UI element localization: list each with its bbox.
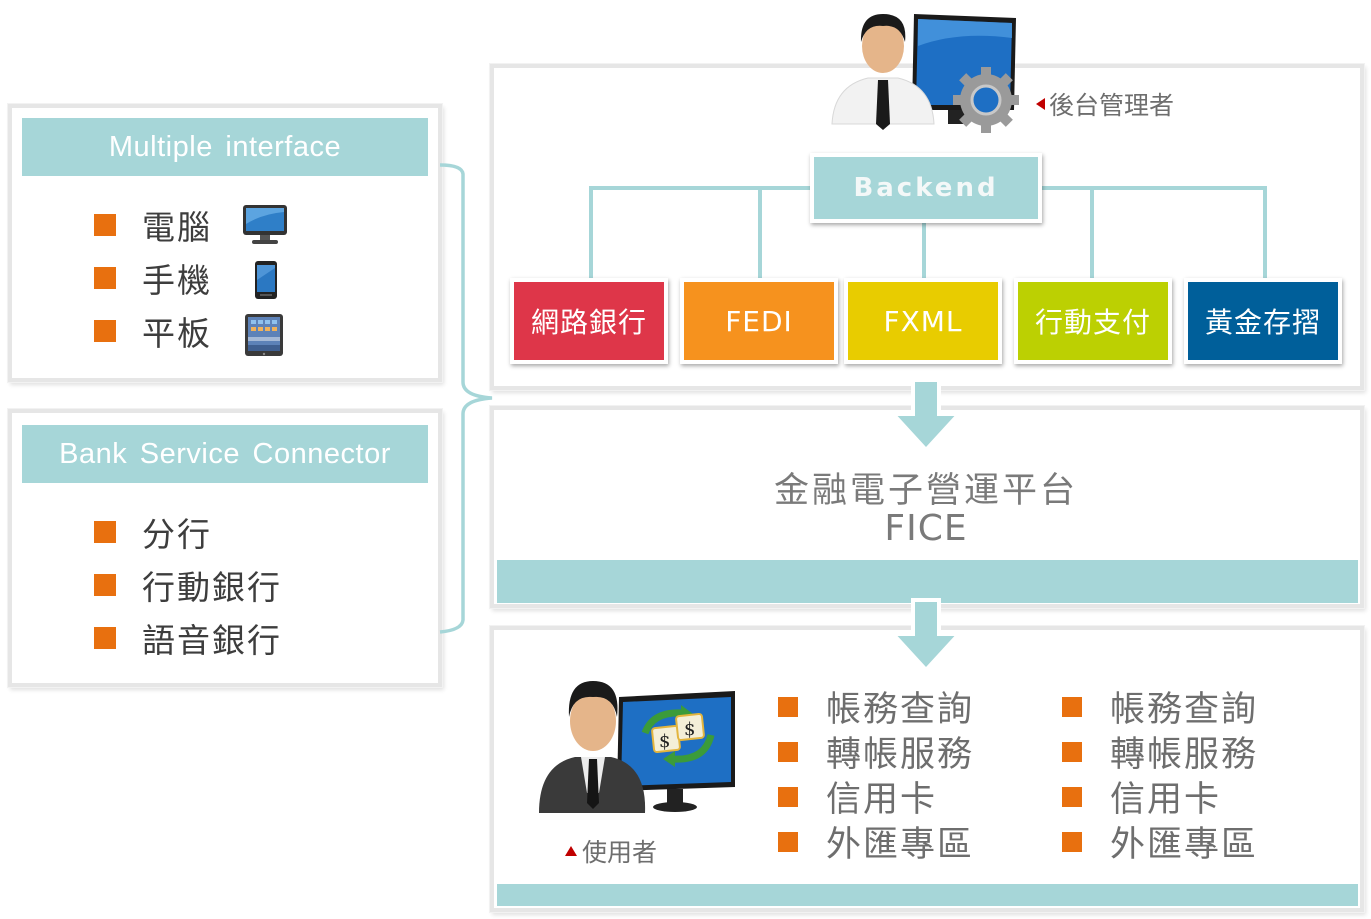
bullet-square-icon [778, 786, 798, 807]
list-item: 外匯專區 [778, 819, 975, 865]
bullet-square-icon [94, 319, 116, 342]
user-service-label: 外匯專區 [1110, 825, 1259, 865]
bullet-square-icon [778, 741, 798, 762]
down-arrow-icon [889, 378, 963, 453]
admin-user-icon [831, 14, 1019, 133]
connector-line [758, 186, 762, 280]
user-service-label: 外匯專區 [826, 825, 975, 865]
list-item: 電腦 [94, 198, 212, 251]
service-label: 黃金存摺 [1188, 282, 1338, 360]
interface-label: 平板 [142, 313, 212, 353]
service-label: 行動支付 [1018, 282, 1168, 360]
backend-node: Backend [810, 153, 1042, 223]
connector-line [1263, 186, 1267, 280]
service-node-fedi: FEDI [680, 278, 838, 364]
bullet-square-icon [94, 626, 116, 649]
user-service-label: 信用卡 [826, 780, 938, 820]
service-node-fxml: FXML [844, 278, 1002, 364]
bullet-square-icon [94, 520, 116, 543]
service-label: FEDI [684, 282, 834, 360]
customer-user-icon: $ $ [539, 681, 735, 813]
backend-label: Backend [814, 157, 1038, 219]
down-arrow-icon [889, 598, 963, 673]
user-teal-bar [497, 884, 1358, 906]
multiple-interface-panel: Multiple interface 電腦 手機 平板 [8, 104, 442, 382]
bank-service-connector-panel: Bank Service Connector 分行 行動銀行 語音銀行 [8, 409, 442, 687]
service-label: FXML [848, 282, 998, 360]
list-item: 手機 [94, 251, 212, 304]
desktop-monitor-icon [243, 205, 287, 244]
admin-label: 後台管理者 [1036, 86, 1174, 122]
svg-text:$: $ [684, 719, 695, 740]
list-item: 行動銀行 [94, 558, 282, 611]
curly-brace-connector [439, 163, 493, 634]
user-service-label: 帳務查詢 [1110, 690, 1259, 730]
connector-line [589, 186, 593, 280]
service-label: 網路銀行 [514, 282, 664, 360]
bullet-square-icon [1062, 786, 1082, 807]
svg-text:$: $ [659, 731, 670, 752]
bullet-square-icon [778, 696, 798, 717]
user-label-text: 使用者 [582, 838, 658, 867]
platform-title: 金融電子營運平台 [773, 471, 1078, 511]
user-services-column-2: 帳務查詢 轉帳服務 信用卡 外匯專區 [1062, 684, 1259, 865]
platform-subtitle: FICE [884, 508, 968, 549]
multiple-interface-header: Multiple interface [22, 118, 428, 176]
bullet-square-icon [1062, 696, 1082, 717]
service-node-gold-passbook: 黃金存摺 [1184, 278, 1342, 364]
connector-label: 語音銀行 [142, 620, 282, 660]
user-label: 使用者 [565, 833, 657, 869]
list-item: 帳務查詢 [1062, 684, 1259, 730]
bank-service-connector-header: Bank Service Connector [22, 425, 428, 483]
list-item: 平板 [94, 304, 212, 357]
bullet-square-icon [1062, 831, 1082, 852]
list-item: 帳務查詢 [778, 684, 975, 730]
bullet-square-icon [94, 266, 116, 289]
connector-line [1090, 186, 1094, 280]
service-node-online-banking: 網路銀行 [510, 278, 668, 364]
list-item: 轉帳服務 [1062, 729, 1259, 775]
user-service-label: 轉帳服務 [1110, 735, 1259, 775]
list-item: 外匯專區 [1062, 819, 1259, 865]
list-item: 轉帳服務 [778, 729, 975, 775]
label-marker-icon [565, 846, 577, 856]
smartphone-icon [255, 261, 277, 299]
service-node-mobile-payment: 行動支付 [1014, 278, 1172, 364]
platform-teal-bar [497, 560, 1358, 603]
tablet-icon [245, 314, 283, 356]
list-item: 分行 [94, 505, 282, 558]
connector-line [922, 220, 926, 280]
connector-label: 分行 [142, 514, 212, 554]
list-item: 信用卡 [778, 774, 974, 820]
bullet-square-icon [1062, 741, 1082, 762]
connector-label: 行動銀行 [142, 567, 282, 607]
user-service-label: 信用卡 [1110, 780, 1222, 820]
user-services-column-1: 帳務查詢 轉帳服務 信用卡 外匯專區 [778, 684, 975, 865]
bullet-square-icon [778, 831, 798, 852]
list-item: 語音銀行 [94, 611, 282, 664]
interface-label: 電腦 [142, 207, 212, 247]
user-service-label: 轉帳服務 [826, 735, 975, 775]
interface-label: 手機 [142, 260, 212, 300]
bullet-square-icon [94, 573, 116, 596]
user-service-label: 帳務查詢 [826, 690, 975, 730]
admin-label-text: 後台管理者 [1049, 91, 1175, 120]
list-item: 信用卡 [1062, 774, 1258, 820]
bullet-square-icon [94, 213, 116, 236]
label-marker-icon [1036, 98, 1045, 110]
